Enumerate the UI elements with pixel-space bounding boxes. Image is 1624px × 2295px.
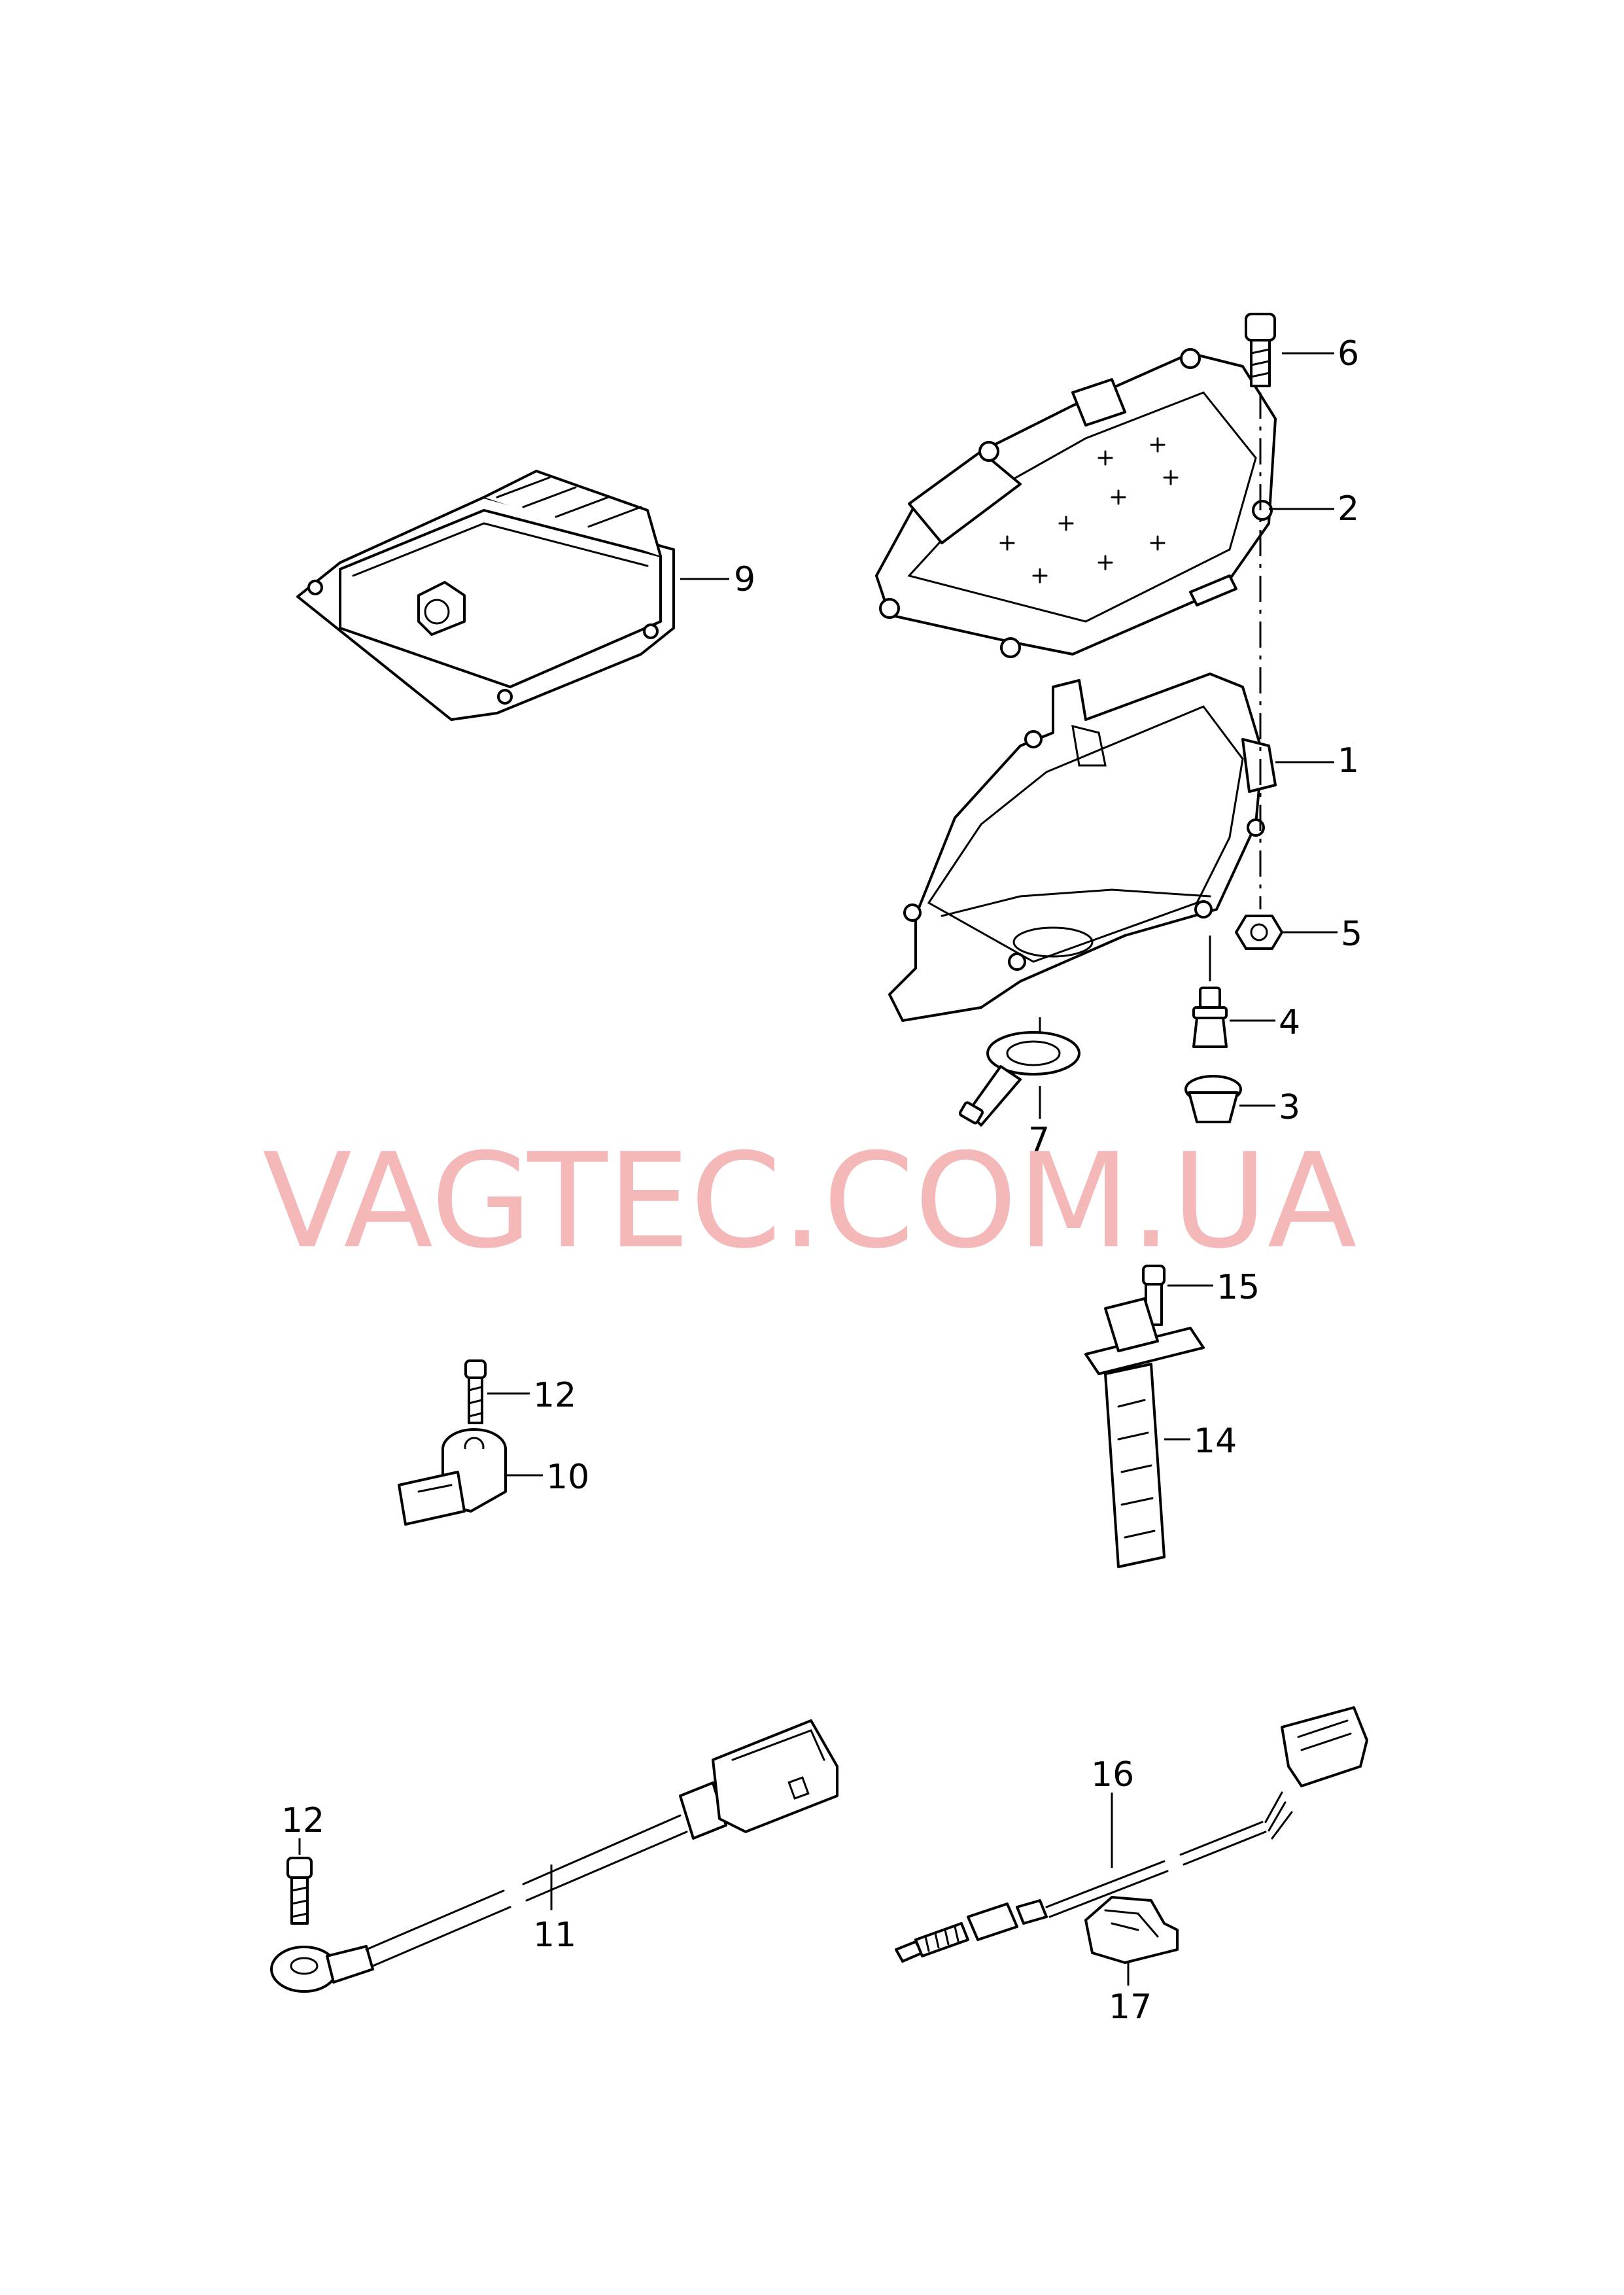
callout-14: 14: [1194, 1422, 1237, 1461]
housing-base-icon: [888, 673, 1277, 1022]
callout-4: 4: [1279, 1003, 1300, 1042]
callout-7: 7: [1028, 1121, 1050, 1160]
callout-17: 17: [1109, 1988, 1152, 2027]
callout-12-upper: 12: [533, 1376, 576, 1415]
watermark: VAGTEC.COM.UA: [262, 1125, 1356, 1278]
callout-2: 2: [1338, 489, 1359, 529]
callout-15: 15: [1217, 1268, 1260, 1307]
housing-cover-icon: [875, 348, 1277, 658]
callout-3: 3: [1279, 1088, 1300, 1127]
leader-lines: [298, 352, 1338, 1910]
grommet-icon: [1184, 1075, 1242, 1123]
nut-icon: [1235, 915, 1283, 950]
callout-6: 6: [1338, 334, 1359, 374]
callout-16: 16: [1091, 1755, 1134, 1795]
knock-sensor-with-cable-icon: [270, 1719, 838, 1993]
drain-grommet-icon: [958, 1017, 1080, 1127]
callout-5: 5: [1341, 915, 1362, 954]
control-unit-icon: [296, 470, 675, 721]
callout-12-lower: 12: [281, 1801, 324, 1840]
screw-icon: [1192, 936, 1228, 1048]
lambda-probe-icon: [895, 1706, 1368, 1963]
hall-sender-icon: [1084, 1265, 1205, 1568]
callout-10: 10: [546, 1458, 589, 1497]
bolt-icon: [1245, 313, 1276, 387]
callout-1: 1: [1338, 741, 1359, 780]
callout-9: 9: [734, 560, 755, 599]
clip-icon: [1084, 1896, 1179, 1986]
callout-11: 11: [533, 1916, 576, 1955]
knock-sensor-icon: [398, 1359, 507, 1526]
